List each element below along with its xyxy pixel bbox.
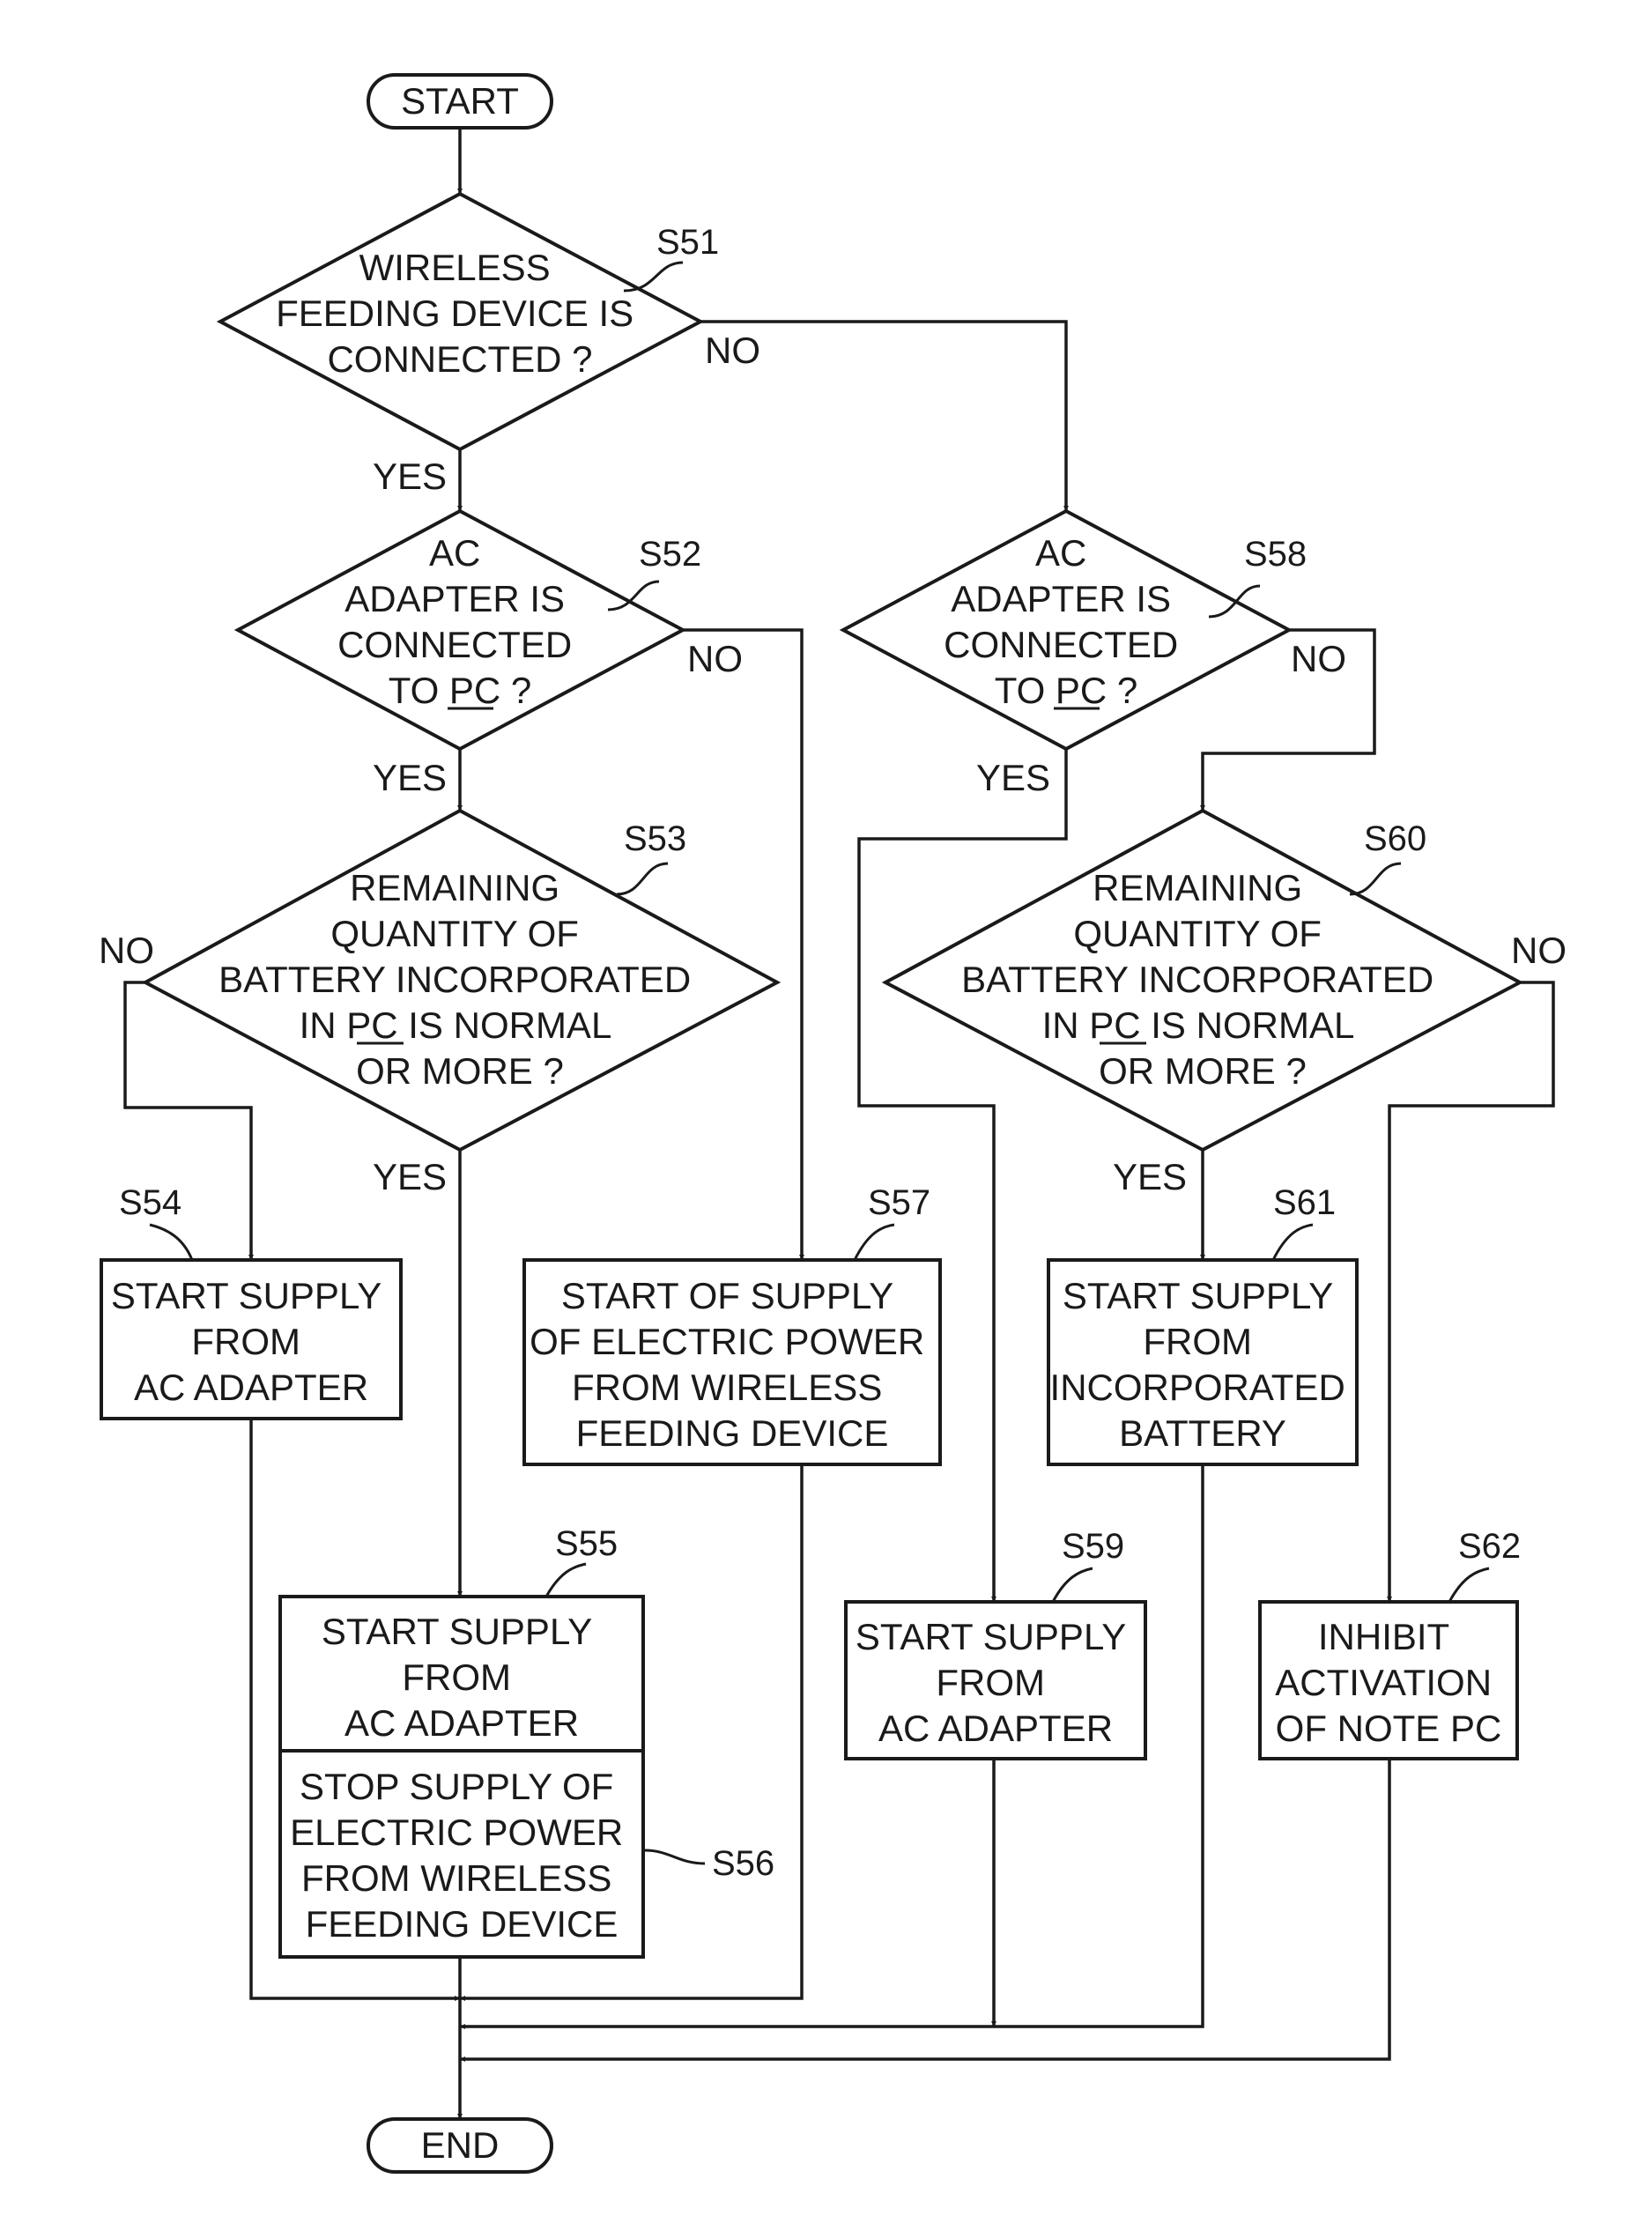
branch-s58-yes: YES bbox=[976, 757, 1050, 798]
start-label: START bbox=[401, 80, 519, 122]
step-id-s60: S60 bbox=[1364, 819, 1426, 858]
branch-s51-yes: YES bbox=[373, 456, 447, 497]
step-id-s54: S54 bbox=[119, 1183, 181, 1222]
step-id-s51: S51 bbox=[656, 223, 719, 262]
step-id-s57: S57 bbox=[868, 1183, 930, 1222]
branch-s60-no: NO bbox=[1511, 930, 1567, 971]
step-id-s62: S62 bbox=[1458, 1527, 1521, 1566]
branch-s58-no: NO bbox=[1291, 638, 1346, 679]
branch-s52-no: NO bbox=[687, 638, 743, 679]
step-id-s53: S53 bbox=[624, 819, 686, 858]
branch-s51-no: NO bbox=[705, 330, 760, 371]
step-id-s56: S56 bbox=[712, 1844, 774, 1883]
branch-s53-yes: YES bbox=[373, 1156, 447, 1197]
step-id-s55: S55 bbox=[555, 1524, 618, 1563]
step-id-s58: S58 bbox=[1244, 535, 1307, 574]
end-label: END bbox=[421, 2124, 500, 2166]
step-id-s61: S61 bbox=[1273, 1183, 1336, 1222]
step-id-s52: S52 bbox=[639, 535, 701, 574]
step-id-s59: S59 bbox=[1062, 1527, 1124, 1566]
branch-s53-no: NO bbox=[99, 930, 154, 971]
branch-s60-yes: YES bbox=[1113, 1156, 1187, 1197]
branch-s52-yes: YES bbox=[373, 757, 447, 798]
